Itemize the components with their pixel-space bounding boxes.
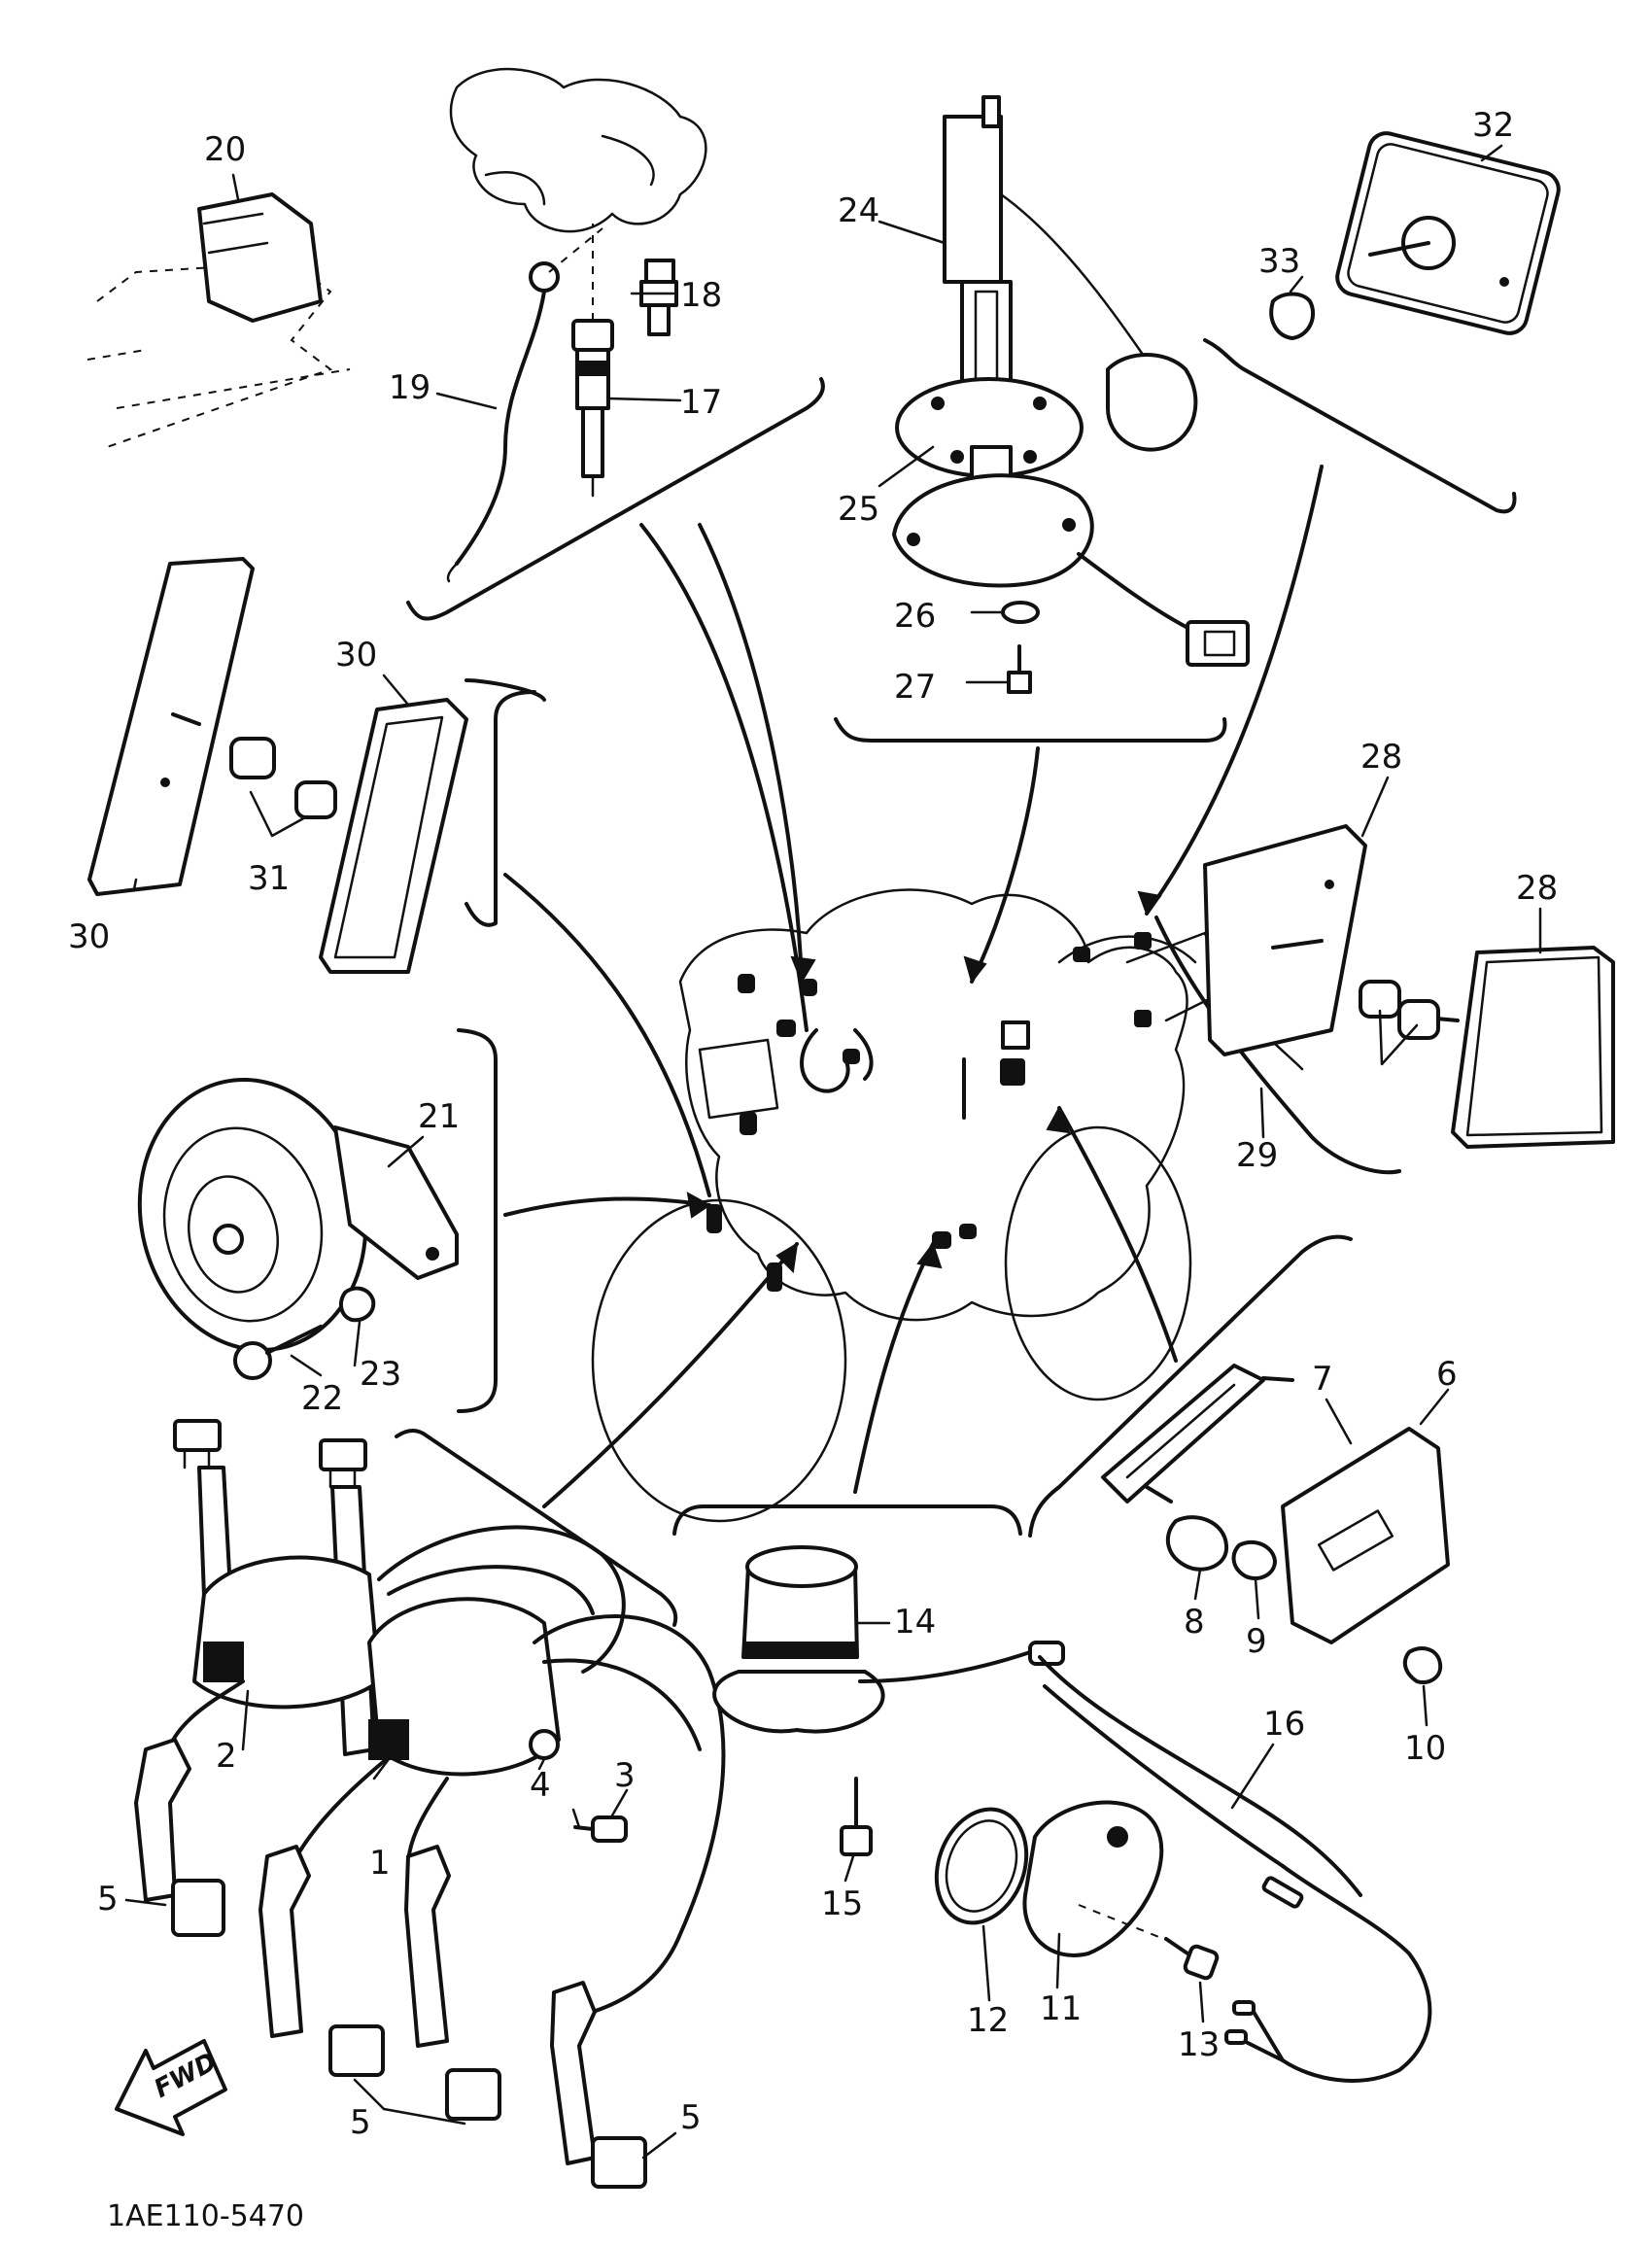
callout-28-upper: 28 (1360, 738, 1402, 777)
callout-24: 24 (838, 191, 879, 230)
part-28-29-side-reflectors (1203, 824, 1615, 1149)
callout-27: 27 (894, 668, 936, 707)
callout-2: 2 (216, 1737, 237, 1776)
part-20-relay (86, 173, 351, 448)
part-21-23-horn (137, 1077, 459, 1380)
callout-28-lower: 28 (1516, 869, 1558, 908)
callout-32: 32 (1472, 106, 1514, 145)
part-30-31-side-reflectors (87, 557, 468, 974)
callout-8: 8 (1184, 1603, 1205, 1642)
callout-21: 21 (418, 1097, 460, 1136)
part-11-13-pickup-cover (934, 1800, 1220, 1981)
part-14-15-relay (712, 1545, 1065, 1856)
part-17-18-19-assembly (446, 67, 707, 583)
callout-30-upper: 30 (335, 636, 377, 674)
callout-14: 14 (894, 1603, 936, 1642)
callout-9: 9 (1246, 1622, 1267, 1661)
callout-13: 13 (1178, 2025, 1220, 2064)
callout-31: 31 (248, 859, 290, 898)
callout-25: 25 (838, 490, 879, 529)
callout-23: 23 (360, 1355, 401, 1394)
connector-lines (503, 465, 1324, 1508)
part-6-10-cdi-unit (1101, 1364, 1450, 1684)
callout-15: 15 (821, 1884, 863, 1923)
drawing-code: 1AE110-5470 (107, 2199, 304, 2233)
callout-18: 18 (680, 276, 722, 315)
callout-16: 16 (1263, 1705, 1305, 1744)
callout-12: 12 (967, 2001, 1009, 2040)
callout-29: 29 (1236, 1136, 1278, 1175)
motorcycle-frame-outline (591, 888, 1226, 1523)
fwd-direction-arrow: FWD (115, 2039, 227, 2136)
callout-5-left: 5 (97, 1880, 119, 1919)
part-32-33-reflector (1269, 131, 1561, 340)
callout-labels: 1 2 3 4 5 5 5 6 7 8 9 10 11 12 13 14 15 … (68, 106, 1558, 2142)
callout-33: 33 (1258, 242, 1300, 281)
leader-lines (124, 144, 1542, 2160)
callout-11: 11 (1040, 1989, 1082, 2028)
part-1-5-ignition-coils (134, 1419, 726, 2189)
callout-22: 22 (301, 1379, 343, 1418)
callout-6: 6 (1436, 1355, 1458, 1394)
part-16-lead-wire (1038, 1655, 1432, 2083)
callout-26: 26 (894, 597, 936, 636)
callout-1: 1 (369, 1844, 391, 1883)
part-24-27-fuel-sender (892, 95, 1250, 694)
callout-17: 17 (680, 383, 722, 422)
callout-19: 19 (389, 368, 430, 407)
callout-4: 4 (530, 1766, 551, 1805)
callout-5-right: 5 (680, 2098, 702, 2137)
callout-5-bottom: 5 (350, 2103, 371, 2142)
connector-arrowheads (686, 890, 1162, 1274)
callout-20: 20 (204, 130, 246, 169)
callout-7: 7 (1312, 1360, 1333, 1399)
callout-10: 10 (1404, 1729, 1446, 1768)
callout-3: 3 (614, 1756, 636, 1795)
callout-30-lower: 30 (68, 917, 110, 956)
